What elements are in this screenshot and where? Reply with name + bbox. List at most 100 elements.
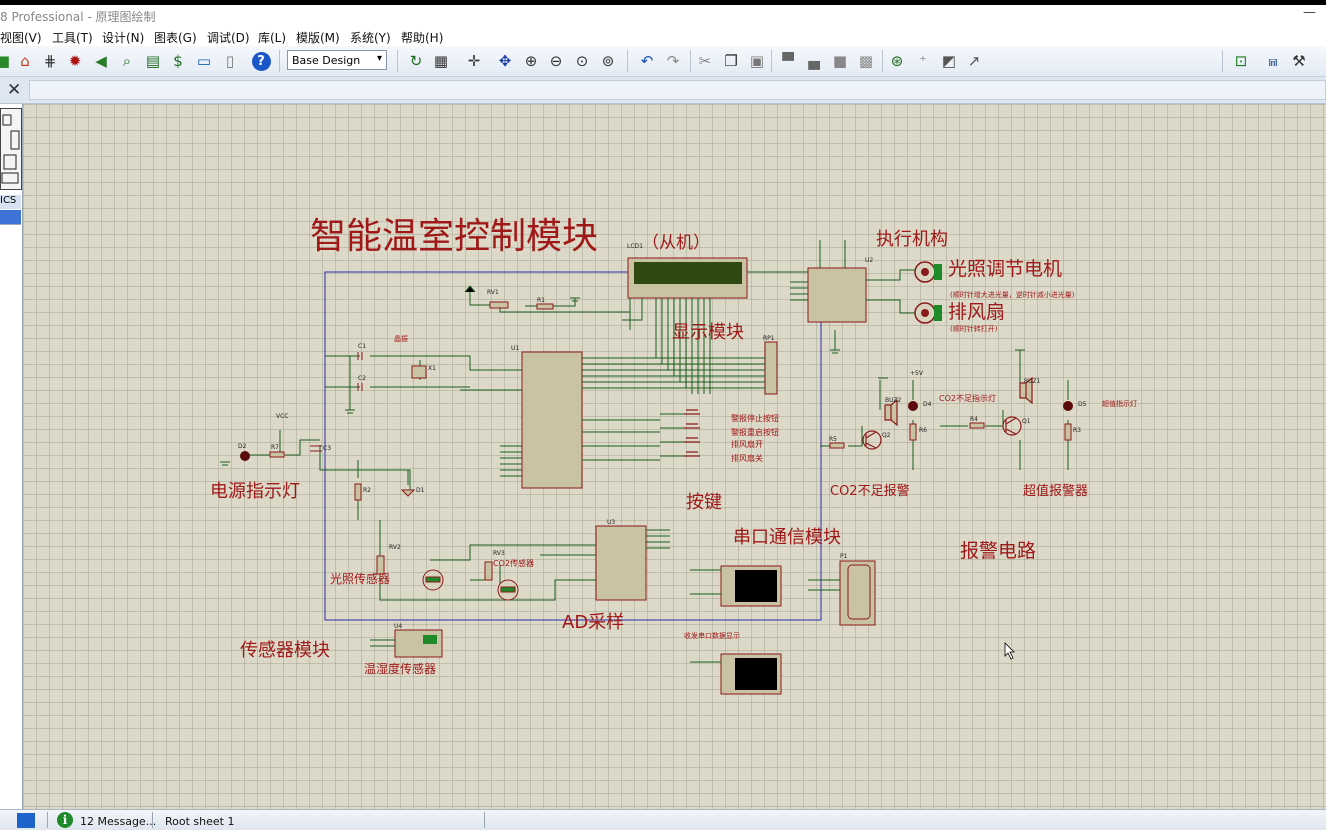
- copy-icon[interactable]: ❐: [724, 52, 738, 70]
- lcd-display[interactable]: LCD1: [627, 243, 748, 299]
- home-icon[interactable]: ⌂: [20, 52, 30, 70]
- over-indicator-label: 超值指示灯: [1102, 399, 1137, 408]
- temp-sensor-label: 温湿度传感器: [364, 661, 436, 676]
- overview-thumbnail[interactable]: [0, 108, 22, 190]
- block-rotate-icon[interactable]: ■: [832, 52, 848, 70]
- r4-ref: R4: [970, 416, 978, 423]
- back-annotate-icon[interactable]: ◀: [95, 52, 107, 70]
- netlist-icon[interactable]: ▭: [196, 52, 212, 70]
- db9-connector-p1[interactable]: P1: [839, 553, 876, 626]
- block-delete-icon[interactable]: ▩: [858, 52, 874, 70]
- left-panel: ICS: [0, 104, 23, 809]
- light-motor[interactable]: [914, 261, 942, 283]
- wires: [245, 240, 1069, 663]
- over-led-d5[interactable]: [1063, 401, 1073, 411]
- redo-icon[interactable]: ↷: [666, 52, 680, 70]
- menu-library[interactable]: 库(L): [258, 31, 287, 45]
- pick-device-icon[interactable]: ⊛: [890, 52, 904, 70]
- co2-led-d4[interactable]: [908, 401, 918, 411]
- sim-stop-icon[interactable]: [17, 813, 35, 828]
- resistor-pack-rp1[interactable]: RP1: [763, 335, 778, 395]
- chevron-down-icon: ▾: [376, 53, 382, 64]
- keys-label: 按键: [686, 492, 722, 513]
- serial-terminal-2[interactable]: [720, 653, 782, 695]
- block-copy-icon[interactable]: ▀: [782, 52, 794, 70]
- document-icon[interactable]: ▯: [225, 52, 235, 70]
- menu-template[interactable]: 模版(M): [296, 31, 340, 45]
- serial-terminal-1[interactable]: [720, 565, 782, 607]
- new-icon[interactable]: ■: [0, 52, 11, 70]
- cut-icon[interactable]: ✂: [698, 52, 712, 70]
- origin-icon[interactable]: ✛: [467, 52, 481, 70]
- co2-sensor-label: CO2传感器: [493, 558, 534, 568]
- over-alarm-label: 超值报警器: [1023, 483, 1088, 499]
- schematic-canvas[interactable]: LCD1 U1 U2 U3 U4 RP1: [23, 104, 1326, 809]
- cost-icon[interactable]: $: [173, 52, 183, 70]
- minimize-icon[interactable]: —: [1303, 5, 1316, 20]
- make-device-icon[interactable]: ⁺: [919, 52, 927, 70]
- undo-icon[interactable]: ↶: [640, 52, 654, 70]
- r3-ref: R3: [1073, 427, 1081, 434]
- mcu-u1[interactable]: U1: [511, 345, 583, 489]
- device-list-selected[interactable]: [0, 210, 21, 224]
- property-tool-icon[interactable]: ⚒: [1292, 52, 1306, 70]
- main-toolbar: ■ ⌂ ⋕ ✹ ◀ ⌕ ▤ $ ▭ ▯ ? ↻ ▦ ✛ ✥ ⊕ ⊖ ⊙ ⊚ ↶ …: [0, 46, 1326, 77]
- pan-icon[interactable]: ✥: [498, 52, 512, 70]
- menu-tools[interactable]: 工具(T): [52, 31, 93, 45]
- d4-ref: D4: [923, 401, 932, 408]
- sensor-module-label: 传感器模块: [240, 640, 330, 661]
- design-variant-value: Base Design: [292, 54, 361, 67]
- schematic-drawing: LCD1 U1 U2 U3 U4 RP1: [210, 216, 1137, 695]
- menu-bar: 视图(V) 工具(T) 设计(N) 图表(G) 调试(D) 库(L) 模版(M)…: [0, 26, 1326, 46]
- grid-icon[interactable]: ▦: [433, 52, 449, 70]
- light-motor-note: (顺时针增大进光量，逆时针减小进光量): [950, 290, 1075, 299]
- paste-icon[interactable]: ▣: [749, 52, 765, 70]
- sheet-name: Root sheet 1: [165, 815, 235, 828]
- c3-ref: C3: [323, 445, 331, 452]
- driver-ref: U2: [865, 257, 873, 264]
- menu-system[interactable]: 系统(Y): [350, 31, 391, 45]
- rv3-ref: RV3: [493, 550, 505, 557]
- close-tab-icon[interactable]: ✕: [7, 80, 22, 100]
- menu-graph[interactable]: 图表(G): [154, 31, 197, 45]
- main-sub-label: （从机）: [642, 233, 710, 253]
- component-icon[interactable]: ✹: [68, 52, 82, 70]
- overview-preview: [1, 114, 20, 184]
- power-led-d2[interactable]: [240, 451, 250, 461]
- design-variant-select[interactable]: Base Design ▾: [287, 50, 387, 70]
- r6-ref: R6: [919, 427, 927, 434]
- motor-driver-u2[interactable]: U2: [807, 257, 873, 323]
- pcb-layout-icon[interactable]: ⋕: [43, 52, 57, 70]
- block-move-icon[interactable]: ▄: [808, 52, 820, 70]
- power-led-label: 电源指示灯: [210, 481, 300, 502]
- zoom-in-icon[interactable]: ⊕: [524, 52, 538, 70]
- zoom-area-icon[interactable]: ⊚: [601, 52, 615, 70]
- display-module-label: 显示模块: [672, 322, 744, 343]
- device-list[interactable]: [0, 224, 21, 800]
- message-count[interactable]: 12 Message...: [80, 815, 157, 828]
- temp-humidity-sensor-u4[interactable]: U4: [394, 623, 443, 658]
- adc-u3[interactable]: U3: [595, 519, 647, 601]
- menu-debug[interactable]: 调试(D): [207, 31, 250, 45]
- decompose-icon[interactable]: ↗: [967, 52, 981, 70]
- q2-ref: Q2: [882, 432, 891, 439]
- bom-icon[interactable]: ▤: [145, 52, 161, 70]
- zoom-out-icon[interactable]: ⊖: [549, 52, 563, 70]
- fan-note: (顺时针转打开): [950, 324, 998, 333]
- info-icon[interactable]: i: [57, 812, 73, 828]
- package-tool-icon[interactable]: ◩: [941, 52, 957, 70]
- search-icon[interactable]: ⌕: [122, 52, 132, 70]
- refresh-icon[interactable]: ↻: [409, 52, 423, 70]
- menu-design[interactable]: 设计(N): [102, 31, 145, 45]
- search-tag-icon[interactable]: ⩎: [1268, 52, 1278, 70]
- alarm-circuit-label: 报警电路: [960, 540, 1036, 562]
- menu-view[interactable]: 视图(V): [0, 31, 42, 45]
- fan-motor[interactable]: [914, 302, 942, 324]
- help-icon[interactable]: ?: [250, 50, 272, 72]
- menu-help[interactable]: 帮助(H): [401, 31, 444, 45]
- q1-ref: Q1: [1022, 418, 1031, 425]
- co2-indicator-label: CO2不足指示灯: [939, 393, 996, 403]
- wire-autorouter-icon[interactable]: ⊡: [1234, 52, 1248, 70]
- dht-ref: U4: [394, 623, 402, 630]
- zoom-all-icon[interactable]: ⊙: [575, 52, 589, 70]
